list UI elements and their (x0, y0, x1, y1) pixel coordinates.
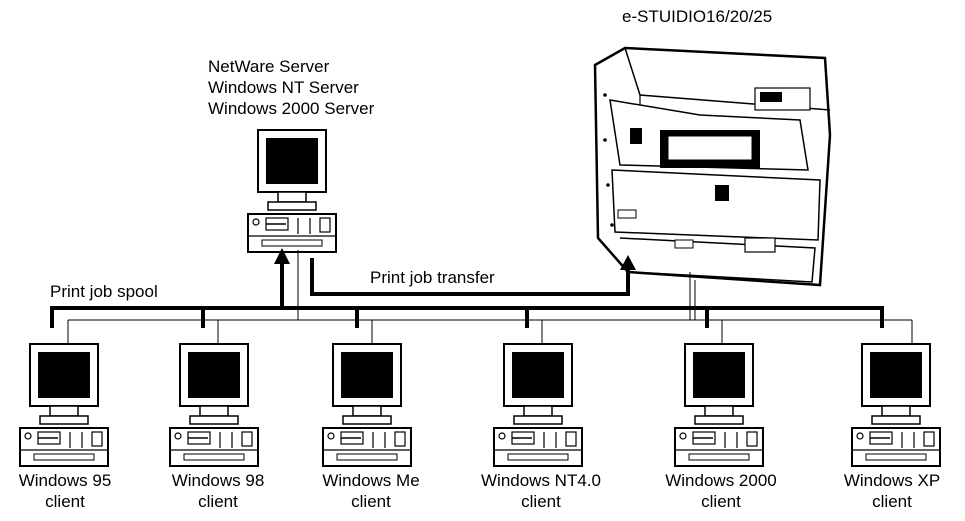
printer-model-label: e-STUIDIO16/20/25 (622, 7, 773, 26)
client-label: Windows XP client (822, 470, 962, 512)
client-computer (851, 343, 941, 467)
server-label-line: Windows 2000 Server (208, 99, 375, 118)
client-computer (674, 343, 764, 467)
client-os-label: Windows 95 (18, 471, 112, 490)
client-role-label: client (198, 492, 238, 511)
client-label: Windows Me client (301, 470, 441, 512)
client-label: Windows 95 client (0, 470, 135, 512)
client-role-label: client (872, 492, 912, 511)
client-role-label: client (45, 492, 85, 511)
client-computer (169, 343, 259, 467)
client-os-label: Windows 2000 (665, 471, 777, 490)
client-os-label: Windows 98 (171, 471, 265, 490)
client-os-label: Windows NT4.0 (481, 471, 601, 490)
client-label: Windows 2000 client (651, 470, 791, 512)
print-job-spool-label: Print job spool (50, 282, 158, 301)
network-cable (67, 250, 913, 345)
client-computer (322, 343, 412, 467)
print-job-transfer-label: Print job transfer (370, 268, 495, 287)
server-label: NetWare Server Windows NT Server Windows… (208, 56, 374, 119)
client-role-label: client (701, 492, 741, 511)
client-role-label: client (521, 492, 561, 511)
client-label: Windows 98 client (148, 470, 288, 512)
client-computer (493, 343, 583, 467)
server-label-line: Windows NT Server (208, 78, 359, 97)
print-job-transfer-path (310, 255, 636, 296)
client-os-label: Windows Me (322, 471, 420, 490)
client-os-label: Windows XP (843, 471, 941, 490)
print-job-spool-path (50, 248, 884, 328)
client-computer (19, 343, 109, 467)
server-label-line: NetWare Server (208, 57, 330, 76)
server-computer (247, 129, 337, 253)
client-label: Windows NT4.0 client (471, 470, 611, 512)
client-role-label: client (351, 492, 391, 511)
printer-copier (593, 46, 832, 320)
